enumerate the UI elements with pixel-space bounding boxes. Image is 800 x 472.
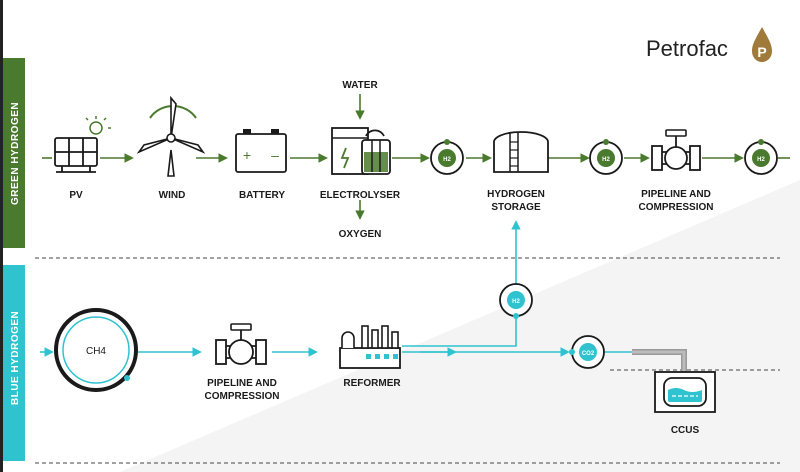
ccus-pipe	[632, 349, 687, 372]
ccus-tank-icon	[654, 371, 716, 413]
h2-node-2: H2	[589, 139, 623, 175]
blue-pipeline-label-line1: PIPELINE AND	[207, 378, 277, 389]
svg-text:P: P	[757, 44, 766, 60]
h2-node-blue: H2	[499, 283, 533, 319]
green-hydrogen-band: GREEN HYDROGEN	[3, 58, 25, 248]
factory-icon	[339, 325, 401, 369]
h2-node-3: H2	[744, 139, 778, 175]
storage-label-line2: STORAGE	[491, 202, 541, 213]
svg-text:+: +	[243, 147, 251, 163]
left-border	[0, 0, 3, 472]
ccus-label: CCUS	[671, 425, 700, 436]
storage-label-line1: HYDROGEN	[487, 189, 545, 200]
valve-icon-green	[651, 129, 701, 171]
battery-label: BATTERY	[239, 190, 285, 201]
green-flow-lines	[42, 94, 790, 220]
oxygen-label: OXYGEN	[339, 229, 382, 240]
ch4-label: CH4	[86, 346, 106, 357]
svg-text:H2: H2	[602, 157, 610, 163]
reformer-label: REFORMER	[343, 378, 401, 389]
svg-text:CO2: CO2	[582, 351, 595, 357]
svg-text:–: –	[271, 147, 279, 163]
valve-icon-blue	[215, 323, 267, 365]
svg-text:H2: H2	[512, 299, 520, 305]
green-pipeline-label-line1: PIPELINE AND	[641, 189, 711, 200]
blue-pipeline-label-line2: COMPRESSION	[204, 391, 279, 402]
blue-flow-lines	[40, 220, 632, 357]
blue-band-label: BLUE HYDROGEN	[10, 311, 21, 405]
green-band-label: GREEN HYDROGEN	[10, 102, 21, 205]
battery-icon: + –	[235, 129, 287, 173]
storage-tank-icon	[493, 131, 549, 173]
water-label: WATER	[342, 80, 378, 91]
wind-turbine-icon	[136, 95, 206, 177]
pv-label: PV	[69, 190, 83, 201]
background-shade	[120, 180, 800, 472]
solar-panel-icon	[54, 137, 98, 173]
svg-text:H2: H2	[757, 157, 765, 163]
brand-name: Petrofac	[646, 36, 728, 61]
petrofac-drop-icon: P	[752, 27, 772, 62]
methane-source-icon: CH4	[54, 308, 138, 392]
sun-icon	[85, 116, 111, 135]
h2-node-1: H2	[430, 139, 464, 175]
petrofac-logo: Petrofac P	[646, 27, 772, 62]
wind-label: WIND	[159, 190, 186, 201]
electrolyser-label: ELECTROLYSER	[320, 190, 401, 201]
blue-hydrogen-band: BLUE HYDROGEN	[3, 265, 25, 461]
co2-node: CO2	[569, 335, 605, 369]
green-pipeline-label-line2: COMPRESSION	[638, 202, 713, 213]
electrolyser-icon	[331, 127, 391, 175]
svg-text:H2: H2	[443, 157, 451, 163]
